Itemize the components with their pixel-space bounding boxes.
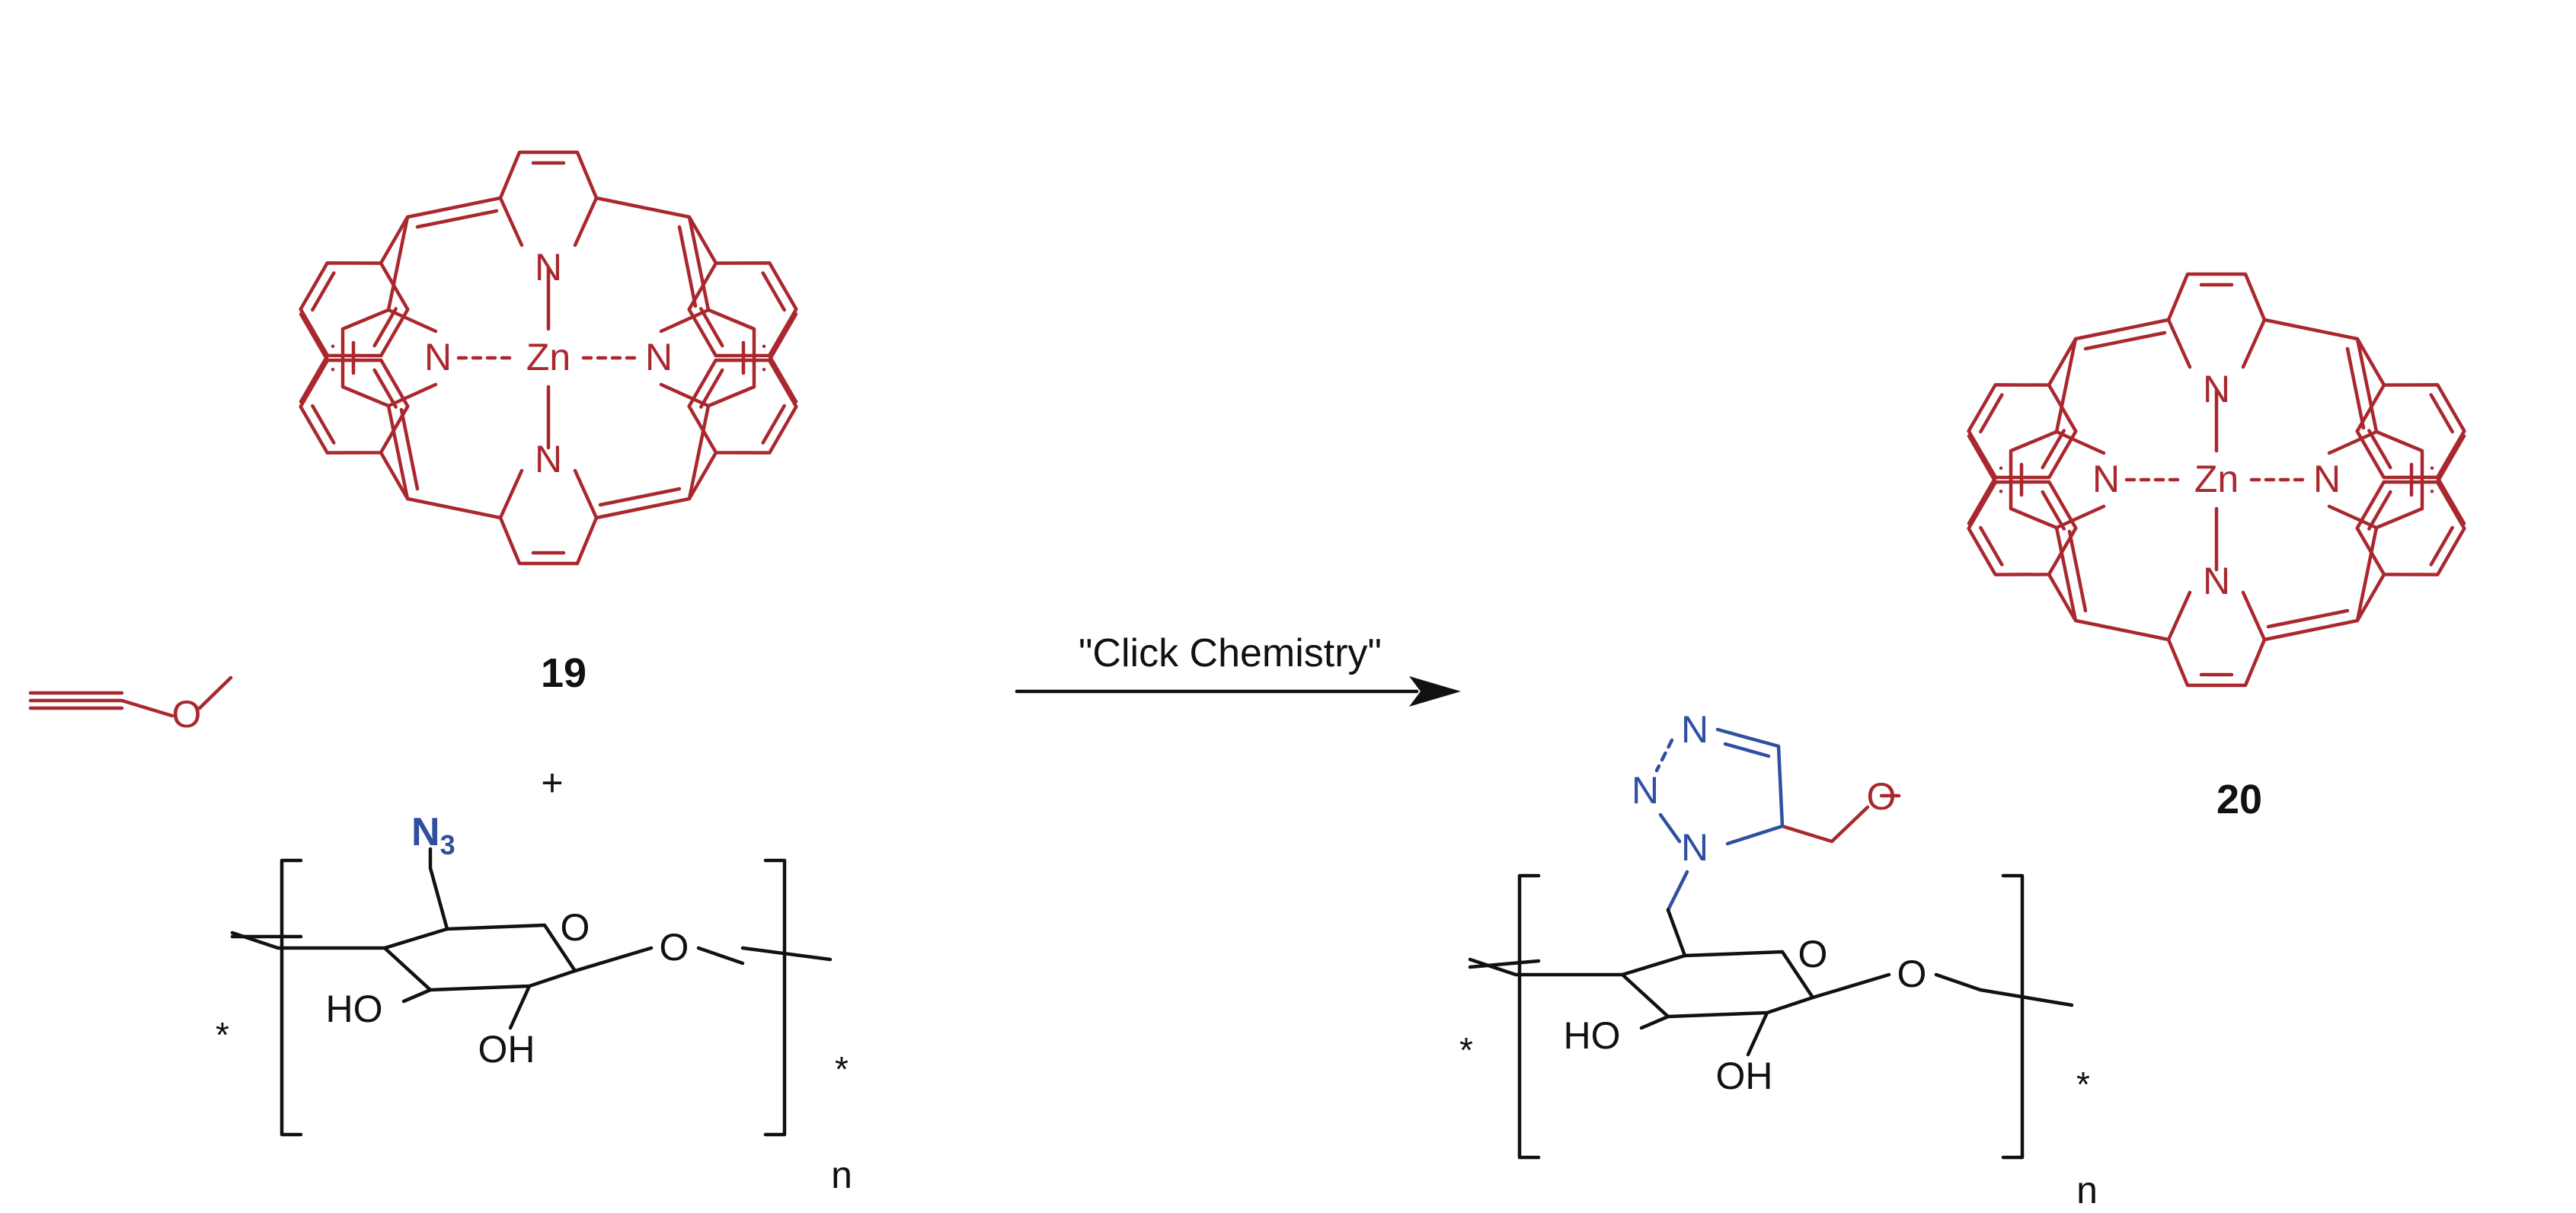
n-right-20: N	[2313, 458, 2341, 500]
bracket-left-close	[763, 858, 787, 1137]
n-bottom-19: N	[535, 438, 562, 480]
azide-group: N3	[411, 810, 455, 860]
repeat-n-right: n	[2076, 1169, 2098, 1211]
reaction-arrow: "Click Chemistry"	[1015, 631, 1461, 707]
bracket-right-close	[2001, 873, 2025, 1160]
propargyl-ether-19: O	[28, 675, 233, 736]
triazole-chitosan: O O HO OH	[1470, 908, 1980, 1097]
n-top-20: N	[2203, 368, 2230, 410]
zn-19: Zn	[526, 336, 570, 378]
compound-number-19: 19	[541, 650, 586, 696]
triazole-n2: N	[1632, 769, 1659, 812]
star-right-a: *	[1459, 1030, 1473, 1070]
oh-left-left: HO	[326, 988, 383, 1030]
n-left-19: N	[424, 336, 452, 378]
oh-bottom-left: OH	[478, 1028, 535, 1071]
triazole-linker-20: O N N N	[1632, 708, 1901, 912]
bracket-right-open	[1517, 873, 1541, 1160]
porphyrin-19: N N N N Zn	[260, 152, 836, 563]
zn-20: Zn	[2194, 458, 2239, 500]
oh-left-right: HO	[1564, 1014, 1621, 1057]
star-left-a: *	[216, 1015, 229, 1055]
bracket-left-open	[280, 858, 303, 1137]
plus-sign: +	[541, 761, 563, 804]
n-bottom-20: N	[2203, 560, 2230, 602]
triazole-n1: N	[1681, 708, 1708, 751]
oxygen-19: O	[172, 693, 202, 736]
star-left-b: *	[835, 1049, 849, 1089]
glyco-o-right: O	[1897, 953, 1927, 995]
repeat-n-left: n	[831, 1154, 852, 1196]
azide-label: N3	[411, 810, 455, 860]
azido-chitosan: O O HO OH	[232, 847, 743, 1071]
triazole-n3: N	[1681, 826, 1708, 869]
n-top-19: N	[535, 246, 562, 289]
n-right-19: N	[645, 336, 673, 378]
ring-o-right: O	[1798, 933, 1828, 975]
porphyrin-20: N N N N Zn	[1929, 274, 2504, 685]
star-right-b: *	[2076, 1065, 2090, 1104]
oxygen-20: O	[1867, 775, 1897, 818]
compound-number-20: 20	[2216, 777, 2262, 822]
reaction-condition: "Click Chemistry"	[1079, 631, 1382, 675]
glyco-o-left: O	[660, 926, 689, 969]
oh-bottom-right: OH	[1716, 1055, 1773, 1097]
ring-o-left: O	[561, 906, 590, 949]
n-left-20: N	[2092, 458, 2120, 500]
